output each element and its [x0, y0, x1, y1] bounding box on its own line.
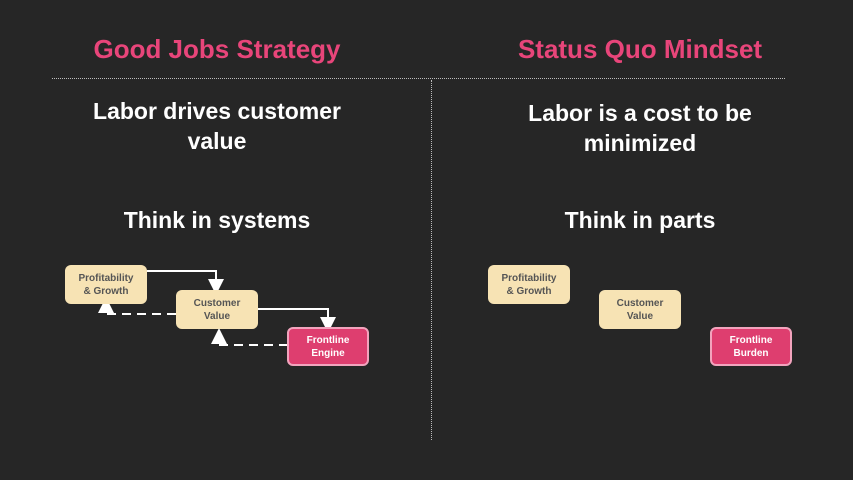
left-profitability-box: Profitability & Growth [65, 265, 147, 304]
right-think: Think in parts [564, 207, 716, 233]
vertical-divider [431, 80, 432, 440]
left-statement: Labor drives customer value [93, 98, 341, 154]
right-profitability-label: Profitability & Growth [501, 272, 557, 297]
left-profitability-label: Profitability & Growth [78, 272, 134, 297]
right-customer-label: Customer Value [616, 297, 664, 322]
horizontal-divider [52, 78, 785, 79]
right-frontline-label: Frontline Burden [729, 334, 773, 359]
left-think: Think in systems [123, 207, 311, 233]
right-heading: Status Quo Mindset [517, 34, 763, 64]
right-statement: Labor is a cost to be minimized [528, 100, 752, 156]
left-frontline-label: Frontline Engine [306, 334, 350, 359]
right-profitability-box: Profitability & Growth [488, 265, 570, 304]
left-heading: Good Jobs Strategy [93, 34, 341, 64]
right-customer-box: Customer Value [599, 290, 681, 329]
dashed-arrow-customer-to-profit [98, 297, 176, 315]
right-frontline-box: Frontline Burden [710, 327, 792, 366]
left-customer-label: Customer Value [193, 297, 241, 322]
arrow-customer-to-frontline [258, 308, 336, 333]
arrow-profit-to-customer [147, 270, 224, 295]
left-customer-box: Customer Value [176, 290, 258, 329]
left-frontline-box: Frontline Engine [287, 327, 369, 366]
dashed-arrow-frontline-to-customer [211, 328, 288, 346]
